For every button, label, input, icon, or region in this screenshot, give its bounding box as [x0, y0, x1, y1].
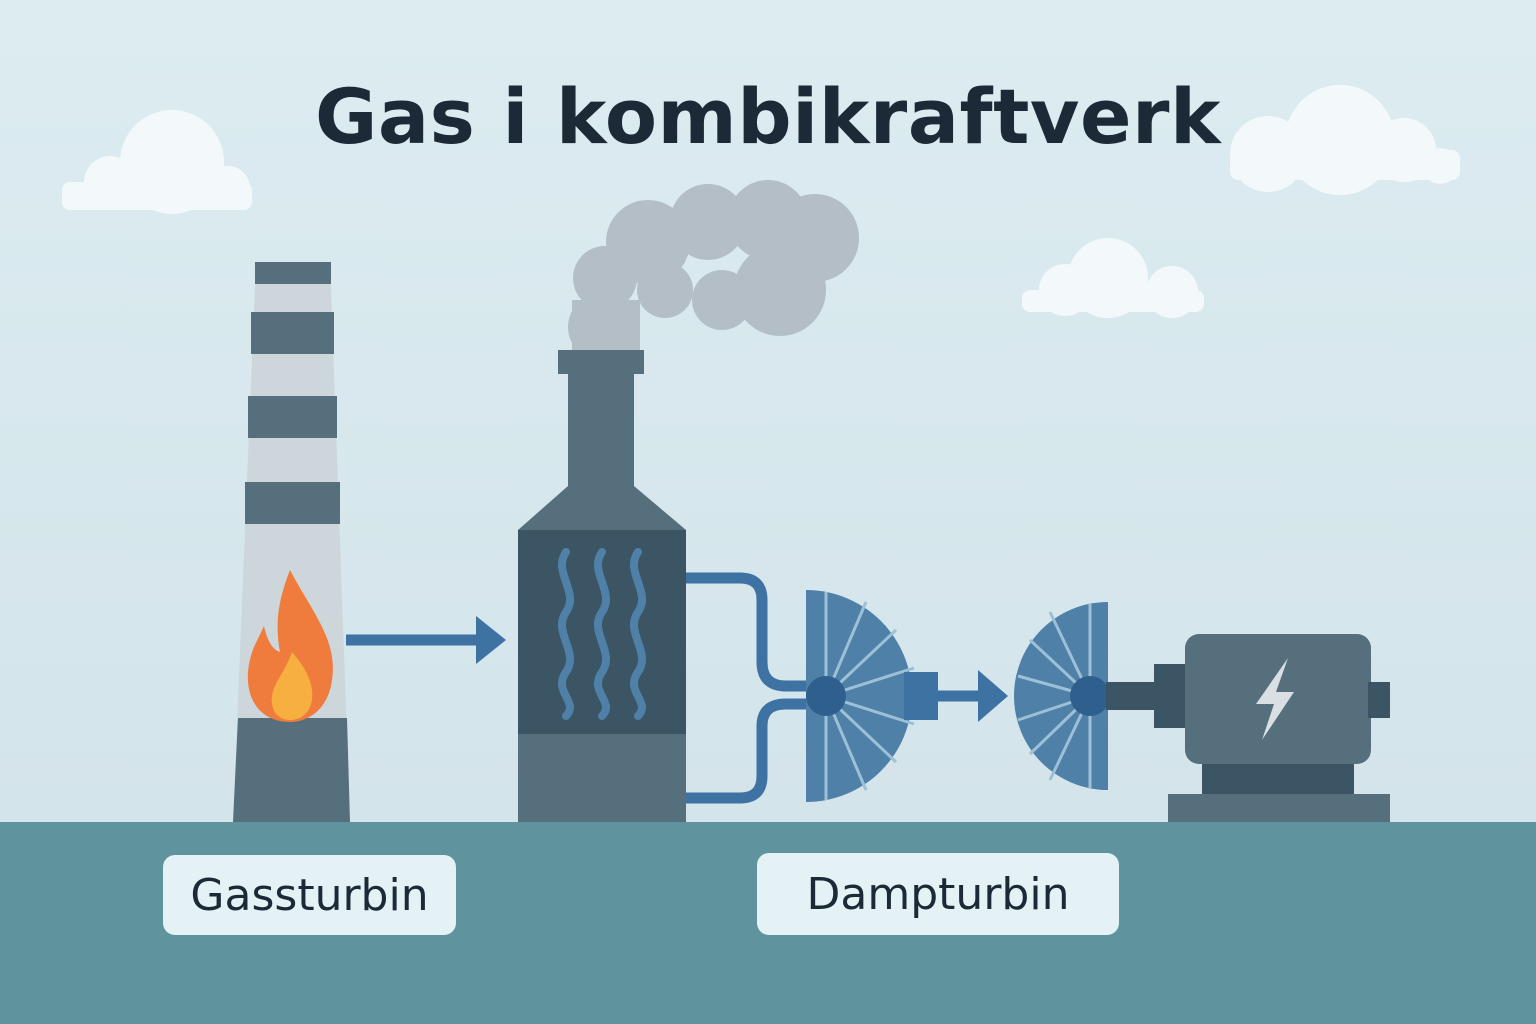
heat-wave-icon — [557, 548, 647, 720]
flame-icon — [247, 570, 333, 722]
shaft-arrow — [936, 670, 1008, 722]
lightning-icon — [1256, 658, 1294, 740]
smoke-icon — [568, 180, 859, 361]
gas-turbine-label: Gassturbin — [163, 855, 456, 935]
steam-turbine — [806, 590, 938, 802]
gas-turbine-label-text: Gassturbin — [190, 869, 429, 921]
cloud-icon — [1230, 85, 1460, 195]
exhaust-arrow — [346, 616, 506, 664]
turbine-rotor — [1014, 602, 1110, 790]
steam-pipe — [686, 572, 822, 804]
steam-turbine-label: Dampturbin — [757, 853, 1119, 935]
page-title: Gas i kombikraftverk — [314, 72, 1222, 161]
cloud-icon — [62, 110, 252, 214]
cloud-icon — [1022, 238, 1204, 318]
steam-turbine-label-text: Dampturbin — [806, 868, 1070, 920]
